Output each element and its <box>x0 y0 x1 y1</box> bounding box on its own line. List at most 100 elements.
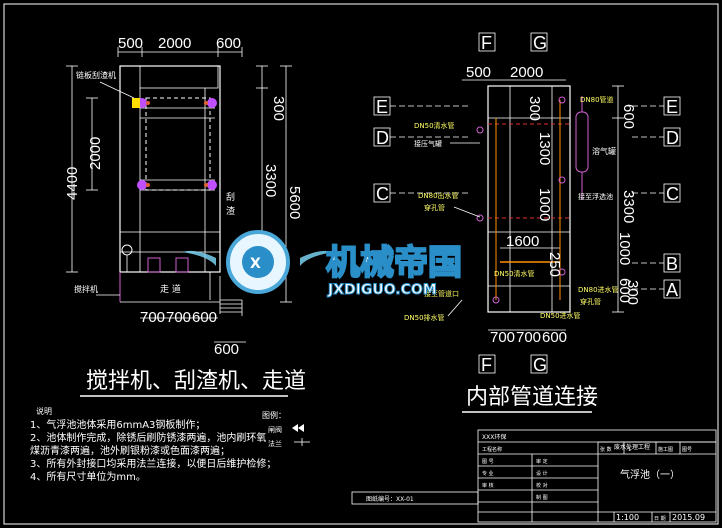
walkway-ladder <box>220 299 243 316</box>
right-dim-inner-1300: 1300 <box>536 132 553 165</box>
tb-row-label-7: 制 图 <box>536 494 548 501</box>
grid-left-c: C <box>376 184 389 204</box>
notes-heading: 说明 <box>36 406 52 416</box>
left-dim-bottom-700b: 700 <box>166 309 191 326</box>
mixer-icon <box>121 244 133 256</box>
right-view-title: 内部管道连接 <box>466 385 598 410</box>
tb-small-cell-3: 张 数 <box>600 446 612 453</box>
grid-right-e: E <box>666 97 678 117</box>
label-pipe4: DN80管道 <box>580 95 614 104</box>
right-dim-top-2000: 2000 <box>510 64 543 81</box>
left-dim-top-500: 500 <box>118 35 143 52</box>
watermark-logo: X 机械帝国 JXDIGUO.COM <box>182 230 463 299</box>
tb-date-label: 日 期 <box>654 516 666 522</box>
right-dim-top-500: 500 <box>466 64 491 81</box>
grid-right-c: C <box>666 184 679 204</box>
motor-icon <box>132 98 140 108</box>
left-dim-top-600: 600 <box>216 35 241 52</box>
right-dim-bottom-600: 600 <box>542 329 567 346</box>
grid-left-e: E <box>376 97 388 117</box>
tb-small-cell-1: 施工图 <box>658 446 673 453</box>
grid-right-a: A <box>666 280 678 300</box>
legend-block: 图例： 闸阀 法兰 <box>262 410 310 448</box>
label-mixer: 搅拌机 <box>74 284 98 294</box>
tb-row-label-0: 工程名称 <box>482 446 502 453</box>
label-sleeve1: 穿孔管 <box>424 203 445 212</box>
watermark-brand: 机械帝国 <box>326 243 462 283</box>
note-line-3: 煤沥青漆两遍，池外刷银粉漆或色面漆两遍； <box>30 444 230 457</box>
tb-row-label-4: 审 定 <box>536 458 548 465</box>
left-dim-bottom-600: 600 <box>192 309 217 326</box>
left-scraper-chain <box>145 97 211 191</box>
legend-heading: 图例： <box>262 410 286 420</box>
left-elevation-view: 500 2000 600 <box>64 35 306 397</box>
label-inlet2: DN50进水管 <box>540 311 581 320</box>
tb-row-label-5: 设 计 <box>536 470 548 477</box>
tb-row-label-2: 专 业 <box>482 470 494 477</box>
label-scraper: 链板刮渣机 <box>76 70 116 80</box>
grid-right-b: B <box>666 254 678 274</box>
left-view-title: 搅拌机、刮渣机、走道 <box>86 369 306 394</box>
tb-company: XXX环保 <box>482 433 506 441</box>
legend-item-valve: 闸阀 <box>268 425 282 434</box>
footer-note: 图纸编号：XX-01 <box>366 495 414 503</box>
right-dim-inner-300a: 300 <box>526 96 543 121</box>
left-dim-3300: 3300 <box>262 164 279 197</box>
label-sleeve2: 穿孔管 <box>580 297 601 306</box>
grid-right-d: D <box>666 128 679 148</box>
tb-row-label-1: 图 号 <box>482 459 494 465</box>
label-mid: 接至管道口 <box>424 289 459 298</box>
left-dim-5600: 5600 <box>286 186 303 219</box>
tb-row-label-3: 审 核 <box>482 482 494 489</box>
right-tank-outline <box>487 85 571 313</box>
label-inlet: DN80进水管 <box>578 285 619 294</box>
right-dim-inner-1000: 1000 <box>536 188 553 221</box>
note-line-4: 3、所有外封接口均采用法兰连接，以便日后维护检修； <box>30 457 276 470</box>
right-dim-600: 600 <box>620 104 637 129</box>
left-dim-300: 300 <box>270 96 287 121</box>
grid-top-g: G <box>533 33 547 53</box>
tb-small-cell-2: 图号 <box>682 447 692 453</box>
note-line-5: 4、所有尺寸单位为mm。 <box>30 470 146 483</box>
svg-text:X: X <box>250 256 261 272</box>
drawing-frame <box>3 3 719 525</box>
left-dim-4400: 4400 <box>64 167 81 200</box>
right-dim-bottom-700a: 700 <box>490 329 515 346</box>
label-pipe2: DN80出水管 <box>418 191 459 200</box>
sprocket-icon <box>207 98 217 108</box>
grid-top-f: F <box>481 33 492 53</box>
tb-date: 2015.09 <box>672 513 705 522</box>
right-dim-inner-600: 600 <box>616 278 633 303</box>
left-dim-2000: 2000 <box>87 137 104 170</box>
sprocket-icon <box>137 180 147 190</box>
tb-drawing-name: 气浮池（一） <box>620 468 680 481</box>
right-dim-bottom-700b: 700 <box>516 329 541 346</box>
label-walkway: 走 道 <box>160 283 181 295</box>
left-dim-top-2000: 2000 <box>158 35 191 52</box>
label-pipe3: DN50清水管 <box>494 269 535 278</box>
watermark-url: JXDIGUO.COM <box>327 282 437 298</box>
label-gas2: 接至浮选池 <box>578 192 613 201</box>
note-line-2: 2、池体制作完成，除锈后刷防锈漆两遍，池内刷环氧 <box>30 431 266 444</box>
right-dim-3300: 3300 <box>620 190 637 223</box>
left-dim-bottom-700a: 700 <box>140 309 165 326</box>
tb-scale: 1:100 <box>616 513 639 522</box>
notes-block: 说明 1、气浮池池体采用6mmA3钢板制作； 2、池体制作完成，除锈后刷防锈漆两… <box>30 406 276 483</box>
right-dim-inner-1000b: 1000 <box>616 232 633 265</box>
tb-project: 废水处理工程 <box>614 443 650 451</box>
label-drain: DN50排水管 <box>404 313 445 322</box>
right-dim-inner-1600: 1600 <box>506 233 539 250</box>
air-tank-icon <box>575 111 589 173</box>
right-dim-inner-250: 250 <box>546 252 563 277</box>
left-dim-bottom-extra: 600 <box>214 341 239 358</box>
legend-item-flange: 法兰 <box>268 439 282 448</box>
title-block: XXX环保 废水处理工程 气浮池（一） 工程名称 图 号 专 业 审 核 审 定… <box>477 429 717 523</box>
label-side-a: 刮 <box>226 191 235 203</box>
label-gas: 接压气罐 <box>414 139 442 148</box>
grid-bottom-f: F <box>481 355 492 375</box>
grid-bottom-g: G <box>533 355 547 375</box>
label-side-b: 渣 <box>226 205 235 217</box>
right-elevation-view: F G 500 2000 300 1300 1000 1600 <box>373 32 681 413</box>
note-line-1: 1、气浮池池体采用6mmA3钢板制作； <box>30 418 205 431</box>
